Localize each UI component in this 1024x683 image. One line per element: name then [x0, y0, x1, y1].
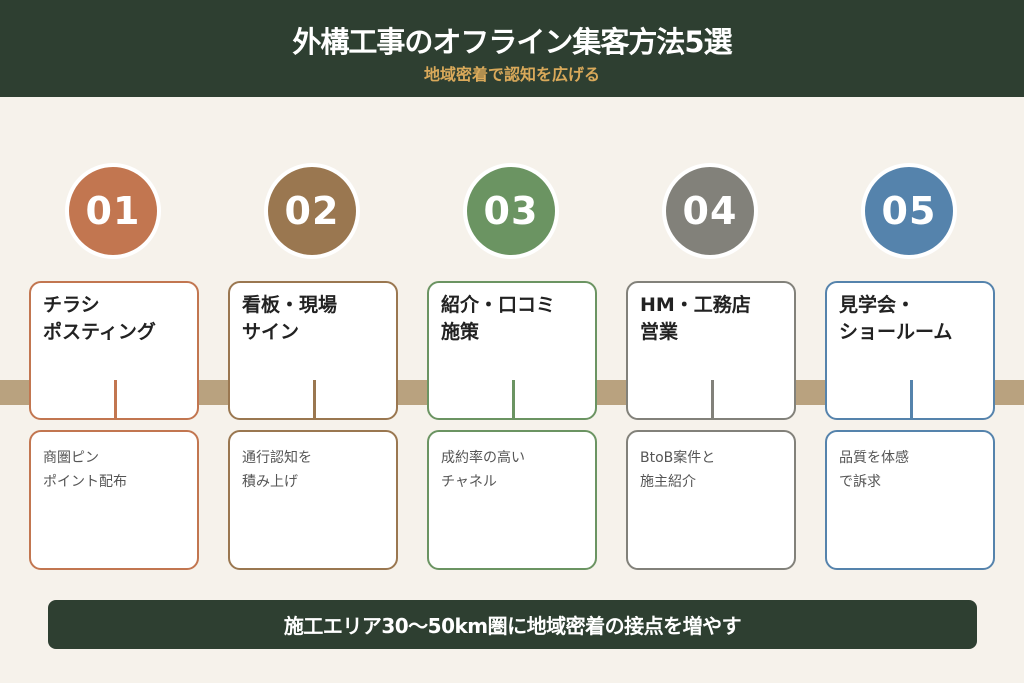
step-title-line2: ショールーム: [839, 321, 953, 343]
step-01: 01 チラシ ポスティング 商圏ピン ポイント配布: [29, 0, 201, 683]
step-title-card: 看板・現場 サイン: [228, 281, 398, 420]
step-title-card: 見学会・ ショールーム: [825, 281, 995, 420]
step-desc-card: 商圏ピン ポイント配布: [29, 430, 199, 570]
step-title-line2: サイン: [242, 321, 300, 343]
connector-line: [910, 380, 913, 420]
step-04: 04 HM・工務店 営業 BtoB案件と 施主紹介: [626, 0, 798, 683]
step-desc-line2: チャネル: [441, 474, 497, 490]
step-number-badge: 01: [65, 163, 161, 259]
step-03: 03 紹介・口コミ 施策 成約率の高い チャネル: [427, 0, 599, 683]
connector-line: [711, 380, 714, 420]
page-title: 外構工事のオフライン集客方法5選: [292, 25, 732, 59]
step-05: 05 見学会・ ショールーム 品質を体感 で訴求: [825, 0, 997, 683]
summary-text: 施工エリア30〜50km圏に地域密着の接点を増やす: [283, 614, 742, 638]
step-number-badge: 03: [463, 163, 559, 259]
page-subtitle: 地域密着で認知を広げる: [423, 65, 600, 84]
step-desc-line2: ポイント配布: [43, 474, 127, 490]
step-title-line1: チラシ: [43, 294, 100, 316]
step-title-line1: HM・工務店: [640, 294, 751, 316]
step-title-line2: 施策: [441, 321, 480, 343]
step-title-card: チラシ ポスティング: [29, 281, 199, 420]
step-title-line2: 営業: [640, 321, 679, 343]
step-desc-line1: 通行認知を: [242, 450, 312, 466]
step-number-badge: 04: [662, 163, 758, 259]
connector-line: [512, 380, 515, 420]
connector-line: [114, 380, 117, 420]
step-desc-line2: 施主紹介: [640, 474, 696, 490]
step-desc-card: BtoB案件と 施主紹介: [626, 430, 796, 570]
step-title-line1: 見学会・: [839, 294, 916, 316]
step-number-badge: 02: [264, 163, 360, 259]
header-banner: 外構工事のオフライン集客方法5選 地域密着で認知を広げる: [0, 0, 1024, 97]
step-02: 02 看板・現場 サイン 通行認知を 積み上げ: [228, 0, 400, 683]
step-desc-line1: BtoB案件と: [640, 450, 716, 466]
step-desc-line1: 品質を体感: [839, 450, 909, 466]
step-title-line1: 紹介・口コミ: [441, 294, 556, 316]
step-number-badge: 05: [861, 163, 957, 259]
step-desc-card: 品質を体感 で訴求: [825, 430, 995, 570]
step-desc-card: 通行認知を 積み上げ: [228, 430, 398, 570]
step-desc-card: 成約率の高い チャネル: [427, 430, 597, 570]
summary-banner: 施工エリア30〜50km圏に地域密着の接点を増やす: [48, 600, 977, 649]
step-title-line2: ポスティング: [43, 321, 156, 343]
step-title-card: 紹介・口コミ 施策: [427, 281, 597, 420]
connector-line: [313, 380, 316, 420]
step-desc-line2: で訴求: [839, 474, 881, 490]
step-title-line1: 看板・現場: [242, 294, 338, 316]
step-desc-line2: 積み上げ: [242, 474, 298, 490]
step-desc-line1: 商圏ピン: [43, 450, 99, 466]
step-desc-line1: 成約率の高い: [441, 450, 525, 466]
step-title-card: HM・工務店 営業: [626, 281, 796, 420]
